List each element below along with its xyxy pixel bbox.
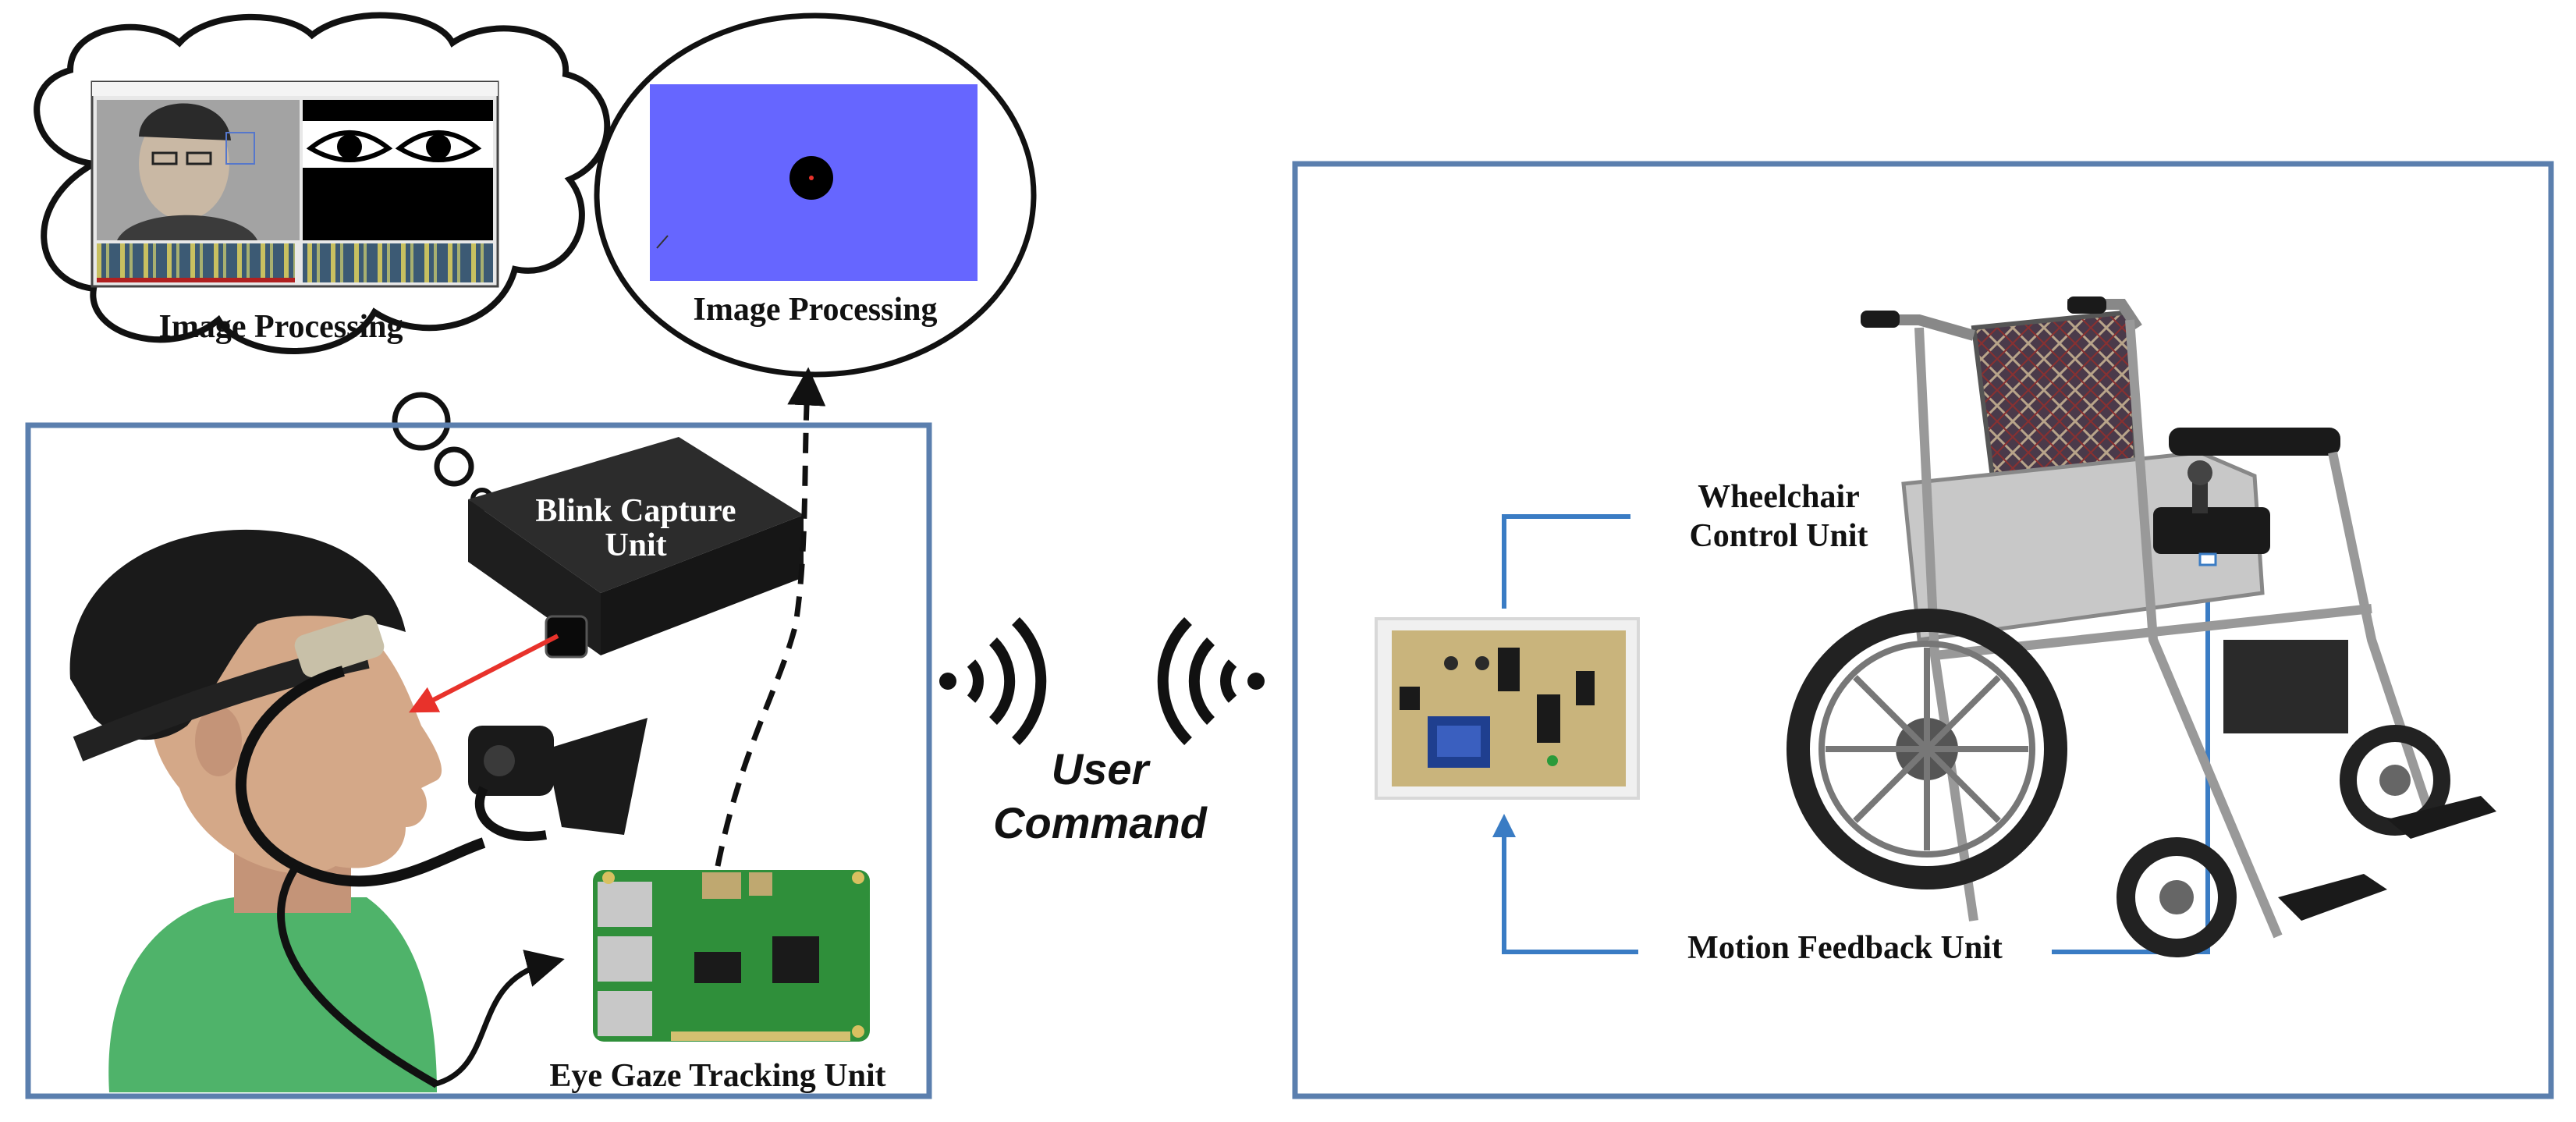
- wifi-signal-left-icon: [939, 617, 1047, 745]
- dashed-connector: [715, 367, 826, 867]
- joystick-controller: [2153, 460, 2270, 554]
- headset-wire: [277, 864, 439, 1088]
- red-signal-arrow: [408, 634, 559, 713]
- headband-sensor: [294, 615, 385, 677]
- window-titlebar: [92, 82, 498, 96]
- blink-signal-strip: [97, 243, 493, 282]
- pupil-view: Image Processing: [594, 12, 1037, 378]
- board-connection-arrow: [432, 950, 565, 1088]
- left-system-frame: [25, 422, 932, 1099]
- motion-sensor: [2198, 552, 2217, 566]
- wheelchair-control-label-line1: Wheelchair: [1698, 479, 1860, 515]
- hair: [69, 529, 406, 740]
- motion-feedback-label: Motion Feedback Unit: [1687, 930, 2003, 966]
- user-command-line1: User: [1052, 744, 1151, 794]
- face-camera-view: [97, 100, 300, 240]
- wheelchair-battery: [2223, 640, 2348, 733]
- control-board: [1375, 617, 1640, 800]
- user-head-figure: [69, 529, 648, 1092]
- shirt: [108, 897, 437, 1092]
- eye-gaze-tracking-board: [593, 870, 870, 1042]
- user-command-line2: Command: [993, 798, 1208, 847]
- right-system-frame: [1292, 161, 2554, 1099]
- cloud-caption: Image Processing: [158, 309, 403, 345]
- blink-capture-unit: Blink Capture Unit: [468, 437, 804, 659]
- blink-unit-label-line2: Unit: [605, 527, 666, 563]
- eye-camera: [468, 718, 648, 841]
- blink-unit-label-line1: Blink Capture: [535, 493, 736, 529]
- processing-window: [90, 80, 499, 288]
- wheelchair-front-caster: [2340, 725, 2450, 836]
- wheelchair-control-label-line2: Control Unit: [1689, 518, 1868, 554]
- pupil-caption: Image Processing: [693, 292, 937, 328]
- blink-unit-port: [545, 615, 588, 659]
- wheelchair-footrest: [2387, 796, 2496, 839]
- thought-bubbles: [392, 392, 494, 511]
- wheelchair-front-caster: [2117, 837, 2237, 957]
- blink-unit-top: [468, 437, 804, 593]
- motion-feedback-connector: [1492, 563, 2210, 954]
- wifi-signal-right-icon: [1157, 617, 1265, 745]
- wheelchair-armrest: [2169, 428, 2340, 456]
- eye-gaze-label: Eye Gaze Tracking Unit: [549, 1058, 885, 1094]
- thought-cloud: Image Processing: [34, 12, 611, 354]
- wheelchair-footrest: [2278, 874, 2387, 921]
- ear: [195, 706, 242, 776]
- wheelchair: [1787, 296, 2496, 957]
- headset-wire: [236, 666, 486, 887]
- eye-detection-view: [303, 100, 493, 240]
- blink-unit-side: [601, 515, 804, 655]
- wheelchair-rear-wheel: [1787, 609, 2067, 889]
